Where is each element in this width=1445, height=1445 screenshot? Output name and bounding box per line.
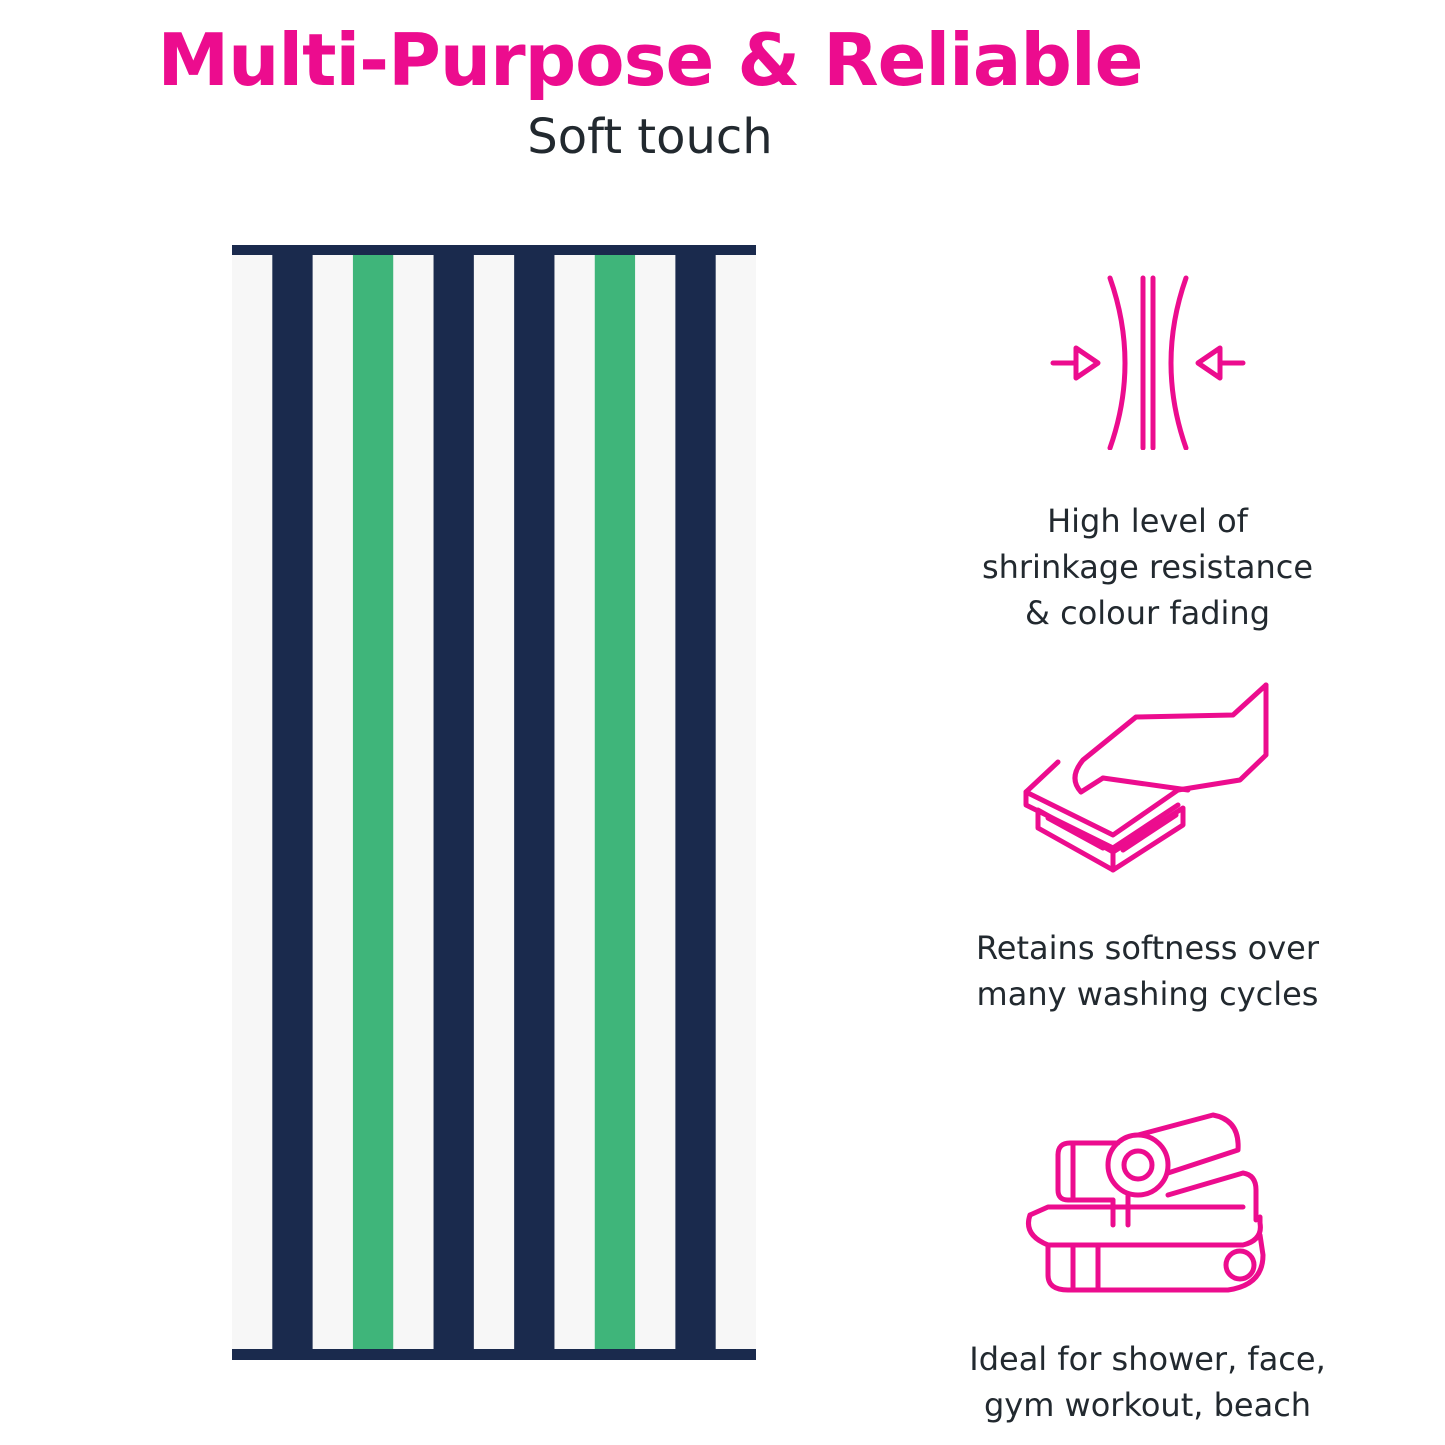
feature-text: High level of shrinkage resistance & col… xyxy=(950,498,1345,636)
towel-stripe-navy xyxy=(272,245,314,1360)
page-subtitle: Soft touch xyxy=(527,109,773,165)
towel-stripe-navy xyxy=(514,245,556,1360)
striped-towel-image xyxy=(232,245,756,1360)
feature-line: High level of xyxy=(1047,502,1248,540)
towel-stripe-navy xyxy=(433,245,475,1360)
towel-stripe-white xyxy=(393,245,435,1360)
feature-text: Ideal for shower, face, gym workout, bea… xyxy=(950,1336,1345,1428)
feature-line: Retains softness over xyxy=(976,929,1319,967)
feature-line: shrinkage resistance xyxy=(981,548,1314,586)
towel-stripe-white xyxy=(635,245,676,1360)
towel-stripe-navy xyxy=(675,245,717,1360)
feature-softness: Retains softness over many washing cycle… xyxy=(950,680,1345,1017)
rolled-towels-icon xyxy=(1025,1112,1265,1293)
towel-stripe-white xyxy=(473,245,515,1360)
shrink-resistance-icon xyxy=(1050,275,1245,450)
feature-line: many washing cycles xyxy=(976,975,1319,1013)
towel-stripe-green xyxy=(594,245,636,1360)
towel-stripe-green xyxy=(352,245,394,1360)
feature-text: Retains softness over many washing cycle… xyxy=(950,925,1345,1017)
feature-line: & colour fading xyxy=(1024,594,1271,632)
towel-stripes xyxy=(232,245,756,1360)
towel-bottom-hem xyxy=(232,1349,756,1360)
page-title: Multi-Purpose & Reliable xyxy=(157,18,1144,102)
towel-stripe-white xyxy=(554,245,596,1360)
towel-stripe-white xyxy=(232,245,273,1360)
feature-usage: Ideal for shower, face, gym workout, bea… xyxy=(950,1095,1345,1428)
towel-stripe-white xyxy=(312,245,354,1360)
feature-line: gym workout, beach xyxy=(983,1386,1312,1424)
towel-top-hem xyxy=(232,245,756,255)
hand-on-towels-icon xyxy=(1023,682,1268,873)
feature-line: Ideal for shower, face, xyxy=(969,1340,1326,1378)
towel-stripe-white xyxy=(715,245,756,1360)
feature-shrinkage: High level of shrinkage resistance & col… xyxy=(950,270,1345,636)
